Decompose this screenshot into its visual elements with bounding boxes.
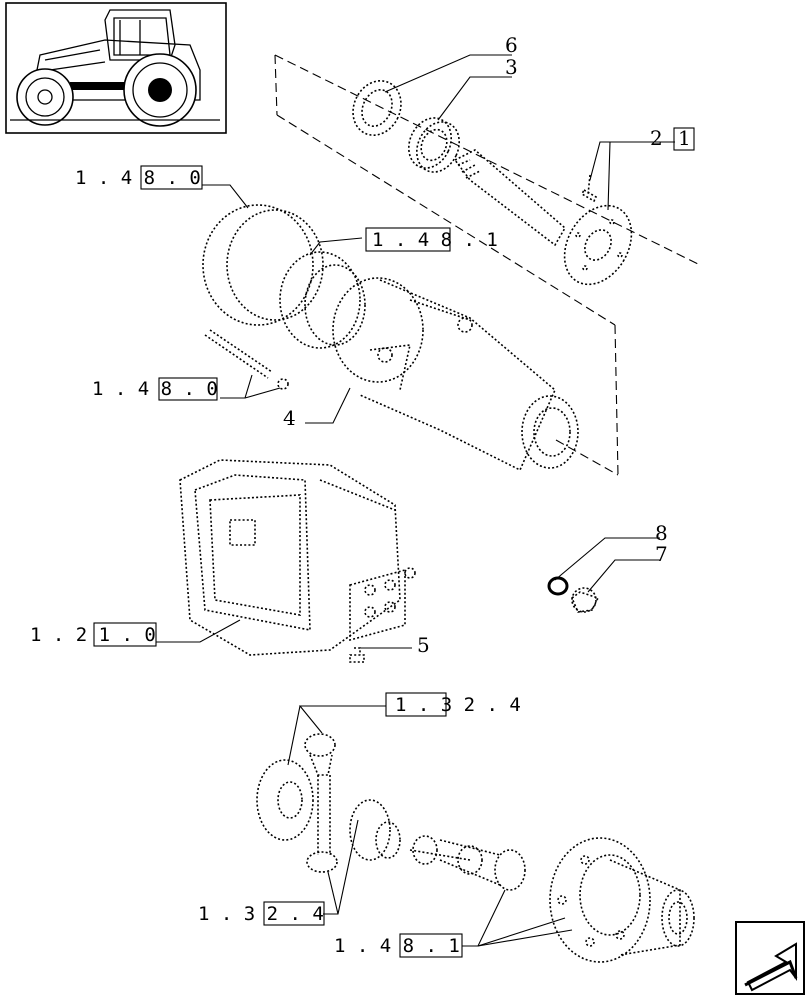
bolt[interactable] (580, 174, 598, 203)
diff-carrier[interactable] (549, 837, 695, 963)
leader-lines (156, 54, 675, 947)
arrow-icon[interactable] (735, 921, 805, 995)
drain-plug[interactable] (571, 587, 600, 613)
ref-148-1-mid[interactable]: 1 . 4 8 . 1 (365, 227, 498, 252)
ref-148-1-bot-label: 1 . 4 8 . 1 (334, 935, 460, 957)
ref-148-0-mid-label: 1 . 4 8 . 0 (92, 378, 218, 400)
callout-5[interactable]: 5 (417, 633, 430, 657)
callout-4[interactable]: 4 (283, 406, 296, 430)
bearing[interactable] (401, 111, 467, 179)
ref-148-1-mid-label: 1 . 4 8 . 1 (372, 229, 498, 251)
callout-6[interactable]: 6 (505, 33, 518, 57)
transmission-case[interactable] (179, 459, 416, 656)
ref-148-0-mid[interactable]: 1 . 4 8 . 0 (92, 377, 218, 401)
ref-132-4-bot[interactable]: 1 . 3 2 . 4 (198, 901, 325, 926)
seal-ring[interactable] (344, 73, 409, 143)
trumpet-housing[interactable] (332, 277, 579, 472)
callout-3[interactable]: 3 (505, 55, 518, 79)
ref-132-4-bot-label: 1 . 3 2 . 4 (198, 903, 324, 925)
o-ring[interactable] (547, 576, 569, 596)
callout-7[interactable]: 7 (655, 542, 668, 566)
differential-gears[interactable] (256, 733, 526, 891)
plug[interactable] (349, 647, 365, 663)
callout-1-box (673, 127, 695, 151)
tractor-thumbnail[interactable] (5, 2, 227, 134)
callout-2[interactable]: 2 (650, 126, 663, 150)
ref-121-0-label: 1 . 2 1 . 0 (30, 624, 156, 646)
callout-1[interactable]: 1 (678, 126, 691, 150)
ref-148-1-bot[interactable]: 1 . 4 8 . 1 (334, 933, 463, 958)
stud-bolt[interactable] (204, 329, 289, 390)
ref-148-0-top-label: 1 . 4 8 . 0 (75, 167, 201, 189)
ref-132-4-top-label: 1 . 3 2 . 4 (395, 694, 521, 716)
callout-8[interactable]: 8 (655, 521, 668, 545)
ref-132-4-top[interactable]: 1 . 3 2 . 4 (385, 692, 521, 717)
brake-housing[interactable] (202, 204, 366, 349)
ref-148-0-top[interactable]: 1 . 4 8 . 0 (75, 165, 203, 190)
ref-121-0[interactable]: 1 . 2 1 . 0 (30, 622, 157, 647)
